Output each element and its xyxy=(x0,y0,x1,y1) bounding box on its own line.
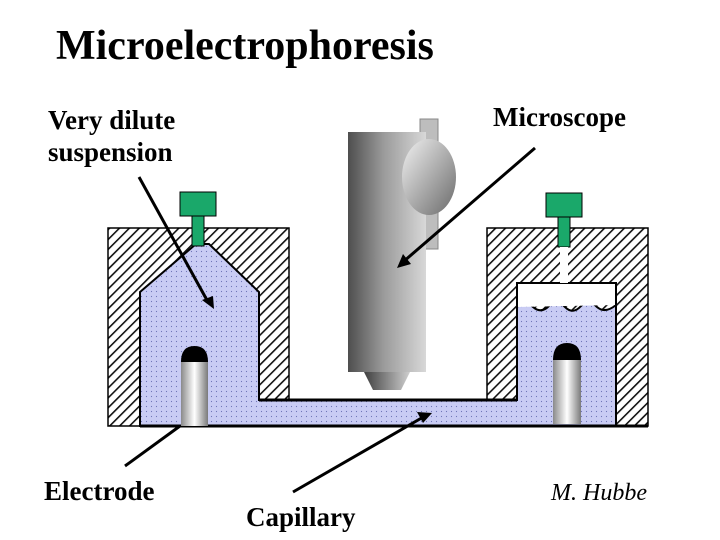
right-chamber-air xyxy=(516,282,617,307)
left-electrode xyxy=(181,346,208,426)
capillary-tube xyxy=(140,398,648,428)
capillary-arrow xyxy=(292,412,432,494)
capillary-label: Capillary xyxy=(246,502,356,532)
suspension-label-line1: Very dilute xyxy=(48,105,176,135)
microscope xyxy=(348,118,456,390)
suspension-label: Very dilute suspension xyxy=(48,104,175,168)
microscope-arrow xyxy=(397,146,536,268)
right-electrode xyxy=(553,343,581,424)
suspension-label-line2: suspension xyxy=(48,137,173,167)
diagram-title: Microelectrophoresis xyxy=(56,23,434,69)
microscope-label: Microscope xyxy=(493,102,626,132)
left-connector xyxy=(179,191,217,247)
author-credit: M. Hubbe xyxy=(551,480,647,506)
suspension-arrow xyxy=(137,176,214,309)
electrode-arrow xyxy=(124,424,181,468)
electrode-label: Electrode xyxy=(44,476,155,506)
right-connector xyxy=(545,192,583,283)
